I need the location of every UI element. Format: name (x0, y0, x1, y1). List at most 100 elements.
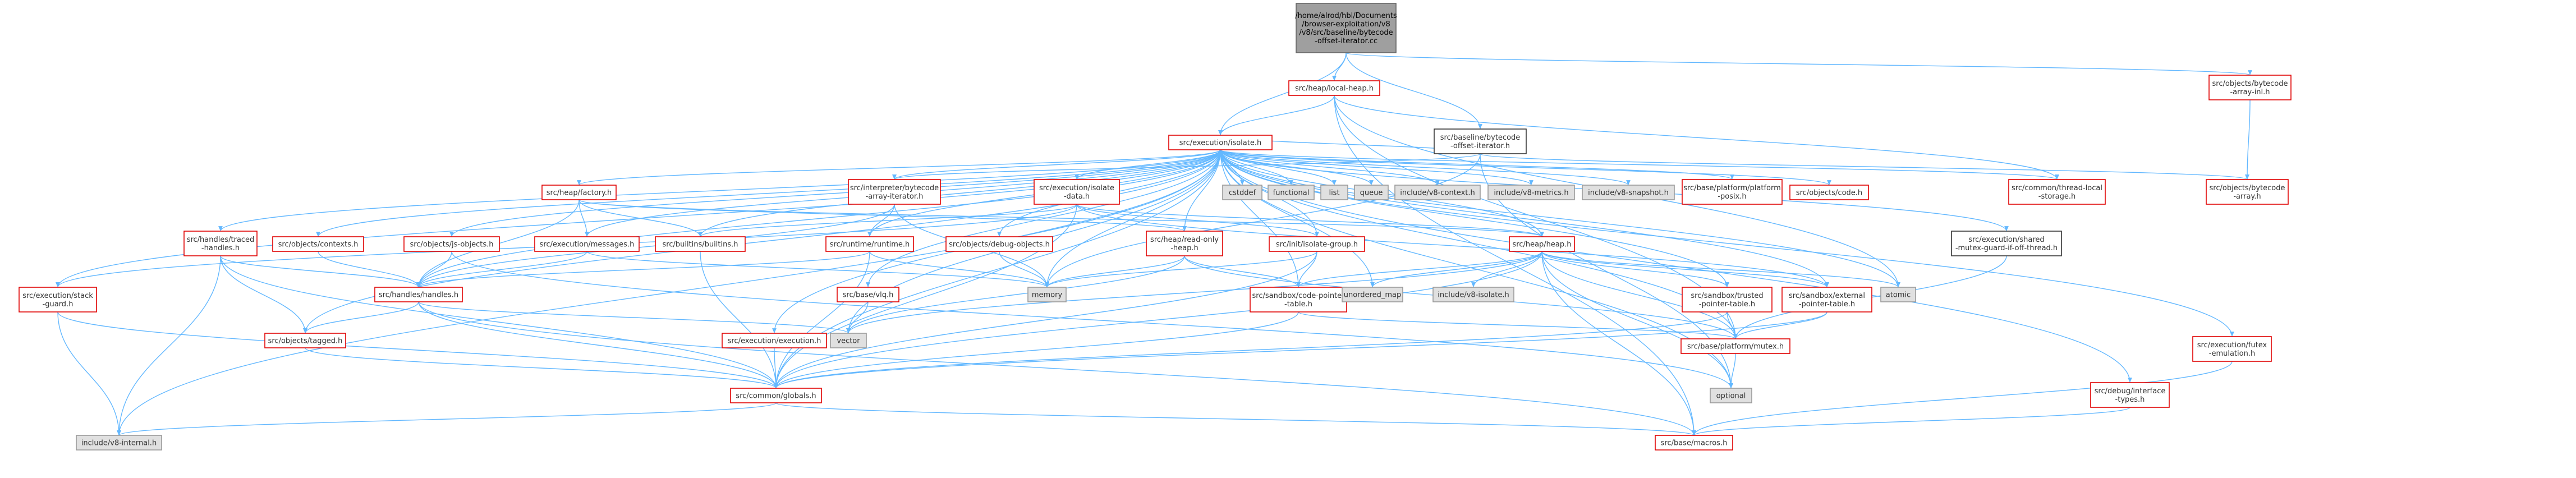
node-read-only-heap[interactable]: src/heap/read-only-heap.h (1146, 231, 1223, 256)
edge-trusted_pointer-to-common_globals (774, 311, 1728, 389)
edge-isolate-to-builtins (698, 149, 1221, 237)
edge-exec_stack_guard-to-common_globals (57, 311, 778, 389)
node-label-line: src/runtime/runtime.h (830, 241, 910, 249)
node-isolate-data[interactable]: src/execution/isolate-data.h (1034, 179, 1120, 205)
edge-handles_h-to-vector (418, 301, 851, 334)
node-unordered-map[interactable]: unordered_map (1342, 287, 1403, 302)
edge-js_objects-to-optional (451, 251, 1733, 389)
node-isolate[interactable]: src/execution/isolate.h (1168, 135, 1273, 150)
node-label-line: src/heap/read-only (1150, 236, 1219, 244)
edge-isolate-to-js_objects (449, 149, 1221, 237)
node-memory[interactable]: memory (1027, 287, 1067, 302)
node-v8-snapshot[interactable]: include/v8-snapshot.h (1582, 185, 1675, 200)
node-heap-h[interactable]: src/heap/heap.h (1509, 236, 1575, 252)
edge-isolate-to-memory (1045, 149, 1221, 288)
node-v8-context[interactable]: include/v8-context.h (1394, 185, 1481, 200)
edge-isolate-to-v8_metrics (1220, 149, 1533, 186)
node-code-pointer-table[interactable]: src/sandbox/code-pointer-table.h (1250, 287, 1347, 312)
node-base-vlq[interactable]: src/base/vlq.h (837, 287, 899, 302)
node-label-line: /home/alrod/hbl/Documents (1295, 12, 1397, 20)
node-trusted-pointer[interactable]: src/sandbox/trusted-pointer-table.h (1682, 287, 1773, 312)
edge-local_heap-to-isolate (1218, 95, 1335, 136)
node-handles-h[interactable]: src/handles/handles.h (374, 287, 463, 302)
node-v8-internal[interactable]: include/v8-internal.h (76, 435, 162, 451)
node-platform-posix[interactable]: src/base/platform/platform-posix.h (1682, 179, 1783, 205)
node-label-line: src/execution/messages.h (540, 241, 635, 249)
node-list[interactable]: list (1320, 185, 1348, 200)
node-interp-bytecode-iter[interactable]: src/interpreter/bytecode-array-iterator.… (848, 179, 941, 205)
node-objects-code[interactable]: src/objects/code.h (1789, 185, 1869, 200)
edge-isolate-to-v8_internal (117, 149, 1221, 436)
node-shared-mutex[interactable]: src/execution/shared-mutex-guard-if-off-… (1951, 231, 2062, 256)
node-exec-execution[interactable]: src/execution/execution.h (722, 333, 827, 348)
node-objects-tagged[interactable]: src/objects/tagged.h (264, 333, 346, 348)
node-label-line: -mutex-guard-if-off-thread.h (1955, 244, 2058, 252)
edge-external_pointer-to-common_globals (774, 311, 1827, 389)
edge-runtime-to-common_globals (774, 251, 870, 389)
node-debug-interface[interactable]: src/debug/interface-types.h (2090, 382, 2170, 408)
node-functional[interactable]: functional (1268, 185, 1315, 200)
node-futex[interactable]: src/execution/futex-emulation.h (2192, 336, 2272, 362)
node-root[interactable]: /home/alrod/hbl/Documents/browser-exploi… (1295, 3, 1397, 53)
node-common-globals[interactable]: src/common/globals.h (730, 388, 822, 403)
node-label-line: src/base/platform/platform (1683, 184, 1781, 192)
edge-local_heap-to-platform_mutex (1334, 95, 1738, 339)
edge-isolate_data-to-builtins (698, 204, 1077, 237)
node-bytecode-array-inl[interactable]: src/objects/bytecode-array-inl.h (2208, 75, 2292, 100)
node-objects-contexts[interactable]: src/objects/contexts.h (272, 236, 364, 252)
node-label-line: -heap.h (1170, 244, 1199, 252)
edge-bytecode_offset_iter-to-interp_bytecode_iter (892, 153, 1481, 180)
node-debug-objects[interactable]: src/objects/debug-objects.h (945, 236, 1053, 252)
node-label-line: -handles.h (201, 244, 240, 252)
edge-layer (56, 52, 2252, 436)
node-label-line: src/base/vlq.h (843, 291, 894, 300)
node-thread-local[interactable]: src/common/thread-local-storage.h (2008, 179, 2106, 205)
edge-exec_stack_guard-to-v8_internal (57, 311, 121, 436)
node-runtime[interactable]: src/runtime/runtime.h (825, 236, 914, 252)
node-label-line: memory (1032, 291, 1063, 300)
edge-objects_contexts-to-handles_h (318, 251, 421, 288)
node-builtins[interactable]: src/builtins/builtins.h (655, 236, 746, 252)
node-queue[interactable]: queue (1354, 185, 1389, 200)
node-local-heap[interactable]: src/heap/local-heap.h (1288, 80, 1380, 96)
edge-isolate-to-futex (1220, 149, 2234, 337)
node-label-line: functional (1273, 189, 1310, 197)
edge-isolate-to-platform_posix (1220, 149, 1734, 180)
edge-isolate-to-common_globals (774, 149, 1221, 389)
node-atomic[interactable]: atomic (1880, 287, 1916, 302)
edge-heap_h-to-unordered_map (1370, 251, 1542, 288)
node-isolate-group[interactable]: src/init/isolate-group.h (1269, 236, 1365, 252)
node-optional[interactable]: optional (1710, 388, 1752, 403)
node-v8-isolate[interactable]: include/v8-isolate.h (1432, 287, 1514, 302)
node-label-line: -pointer-table.h (1799, 300, 1855, 309)
node-exec-messages[interactable]: src/execution/messages.h (534, 236, 640, 252)
node-bytecode-offset-iter[interactable]: src/baseline/bytecode-offset-iterator.h (1434, 128, 1527, 154)
node-base-macros[interactable]: src/base/macros.h (1655, 435, 1733, 451)
node-label-line: -offset-iterator.h (1450, 142, 1510, 150)
node-label-line: cstddef (1229, 189, 1256, 197)
node-label-line: src/objects/bytecode (2210, 184, 2285, 192)
node-label-line: include/v8-metrics.h (1494, 189, 1568, 197)
node-label-line: -guard.h (43, 300, 74, 309)
node-label-line: src/objects/js-objects.h (410, 241, 493, 249)
node-label-line: src/execution/isolate (1039, 184, 1114, 192)
node-external-pointer[interactable]: src/sandbox/external-pointer-table.h (1781, 287, 1872, 312)
node-js-objects[interactable]: src/objects/js-objects.h (403, 236, 500, 252)
node-heap-factory[interactable]: src/heap/factory.h (541, 185, 617, 200)
node-vector[interactable]: vector (830, 333, 867, 348)
node-v8-metrics[interactable]: include/v8-metrics.h (1487, 185, 1575, 200)
edge-isolate-to-isolate_data (1075, 149, 1221, 180)
node-label-line: -posix.h (1718, 192, 1746, 201)
node-cstddef[interactable]: cstddef (1222, 185, 1262, 200)
edge-isolate-to-functional (1220, 149, 1293, 186)
node-label-line: src/builtins/builtins.h (663, 241, 738, 249)
node-platform-mutex[interactable]: src/base/platform/mutex.h (1680, 338, 1790, 354)
edge-read_only_heap-to-memory (1045, 255, 1185, 288)
node-exec-stack-guard[interactable]: src/execution/stack-guard.h (19, 287, 97, 312)
edge-heap_h-to-atomic (1541, 251, 1900, 288)
node-label-line: src/init/isolate-group.h (1276, 241, 1358, 249)
node-bytecode-array[interactable]: src/objects/bytecode-array.h (2206, 179, 2289, 205)
edge-heap_h-to-external_pointer (1541, 251, 1829, 288)
edge-heap_factory-to-builtins (578, 199, 702, 237)
node-handles-traced[interactable]: src/handles/traced-handles.h (183, 231, 258, 256)
